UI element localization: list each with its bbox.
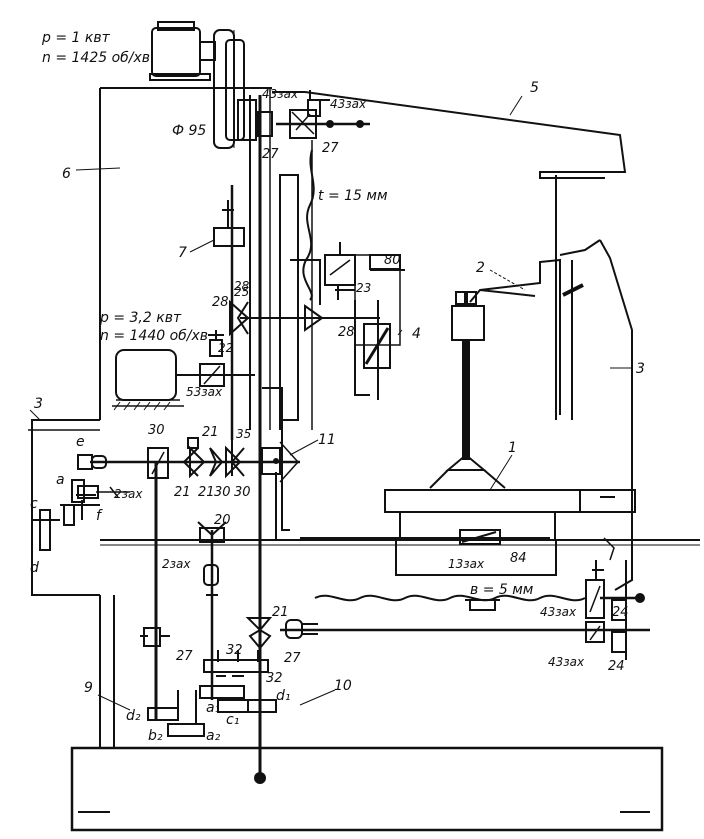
callout-1: 1 — [508, 440, 517, 456]
top-gear-27 — [237, 99, 257, 141]
letter-c1: c₁ — [226, 712, 239, 728]
pulley-diameter: Ф 95 — [172, 123, 206, 139]
pitch-top: t = 15 мм — [318, 188, 388, 204]
label-b32a: 32 — [226, 643, 243, 658]
letter-c: c — [30, 496, 38, 512]
right-column — [555, 175, 633, 591]
callout-4: 4 — [412, 326, 421, 342]
letter-a1: a₁ — [206, 700, 220, 716]
label-r24b: 24 — [608, 659, 625, 674]
label-28c: 28 — [338, 325, 355, 340]
label-b32b: 32 — [266, 671, 283, 686]
callout-6: 6 — [62, 166, 71, 182]
label-21-c: 21 — [198, 485, 215, 500]
work-table — [384, 489, 636, 513]
left-cabinet — [31, 419, 100, 596]
label-25: 25 — [234, 285, 249, 299]
machine-base — [70, 746, 664, 832]
label-top-43a: 43зах — [262, 87, 299, 101]
letter-a2: a₂ — [206, 728, 221, 744]
callout-5: 5 — [530, 80, 539, 96]
label-20: 20 — [214, 513, 231, 528]
label-top-27a: 27 — [262, 147, 279, 162]
gearbox-7 — [213, 227, 245, 247]
main-column — [99, 87, 272, 748]
label-top-27b: 27 — [322, 141, 339, 156]
letter-e: e — [76, 434, 85, 450]
letter-f: f — [96, 508, 103, 524]
label-30-b: 30 — [214, 485, 231, 500]
callout-10: 10 — [334, 678, 352, 694]
letter-d: d — [30, 560, 39, 576]
pitch-bottom: в = 5 мм — [470, 582, 534, 598]
label-top-43b: 43зах — [330, 97, 367, 111]
label-30-top: 30 — [148, 423, 165, 438]
label-b21: 21 — [272, 605, 289, 620]
mid-motor — [115, 349, 177, 401]
gearbox-80 — [324, 254, 356, 286]
top-motor-power: p = 1 квт — [41, 30, 111, 46]
spindle-housing — [451, 305, 485, 341]
label-21-b: 21 — [174, 485, 191, 500]
label-r43a: 43зах — [540, 605, 577, 619]
letter-d2: d₂ — [126, 708, 141, 724]
callout-7: 7 — [178, 245, 187, 261]
mid-motor-speed: n = 1440 об/хв — [100, 328, 208, 344]
label-2zax-mid: 2зах — [162, 557, 191, 571]
top-motor — [151, 27, 201, 77]
label-53: 53зах — [186, 385, 223, 399]
feed-screw-top — [302, 149, 315, 301]
label-r43b: 43зах — [548, 655, 585, 669]
letter-d1: d₁ — [276, 688, 291, 704]
label-r24a: 24 — [612, 605, 629, 620]
label-2zax-top: 2зах — [114, 487, 143, 501]
label-b27a: 27 — [176, 649, 193, 664]
cutter-head — [479, 258, 561, 415]
label-80: 80 — [384, 253, 401, 268]
label-23: 23 — [356, 281, 371, 295]
callout-11: 11 — [318, 432, 336, 448]
change-gears-10 — [199, 685, 245, 699]
label-84: 84 — [510, 551, 527, 566]
mid-motor-power: p = 3,2 квт — [99, 310, 182, 326]
callout-3-left: 3 — [34, 396, 43, 412]
callout-9: 9 — [84, 680, 93, 696]
callout-3-right: 3 — [636, 361, 645, 377]
label-22: 22 — [218, 341, 233, 355]
label-21-top: 21 — [202, 425, 219, 440]
feed-screw-bottom — [314, 594, 586, 602]
callout-2: 2 — [476, 260, 485, 276]
label-28a: 28 — [234, 279, 250, 293]
label-13zax: 13зах — [448, 557, 485, 571]
label-28b: 28 — [212, 295, 229, 310]
label-30-c: 30 — [234, 485, 251, 500]
letter-a: a — [56, 472, 65, 488]
change-gears-9 — [147, 707, 179, 721]
top-motor-speed: n = 1425 об/хв — [42, 50, 150, 66]
top-arm — [304, 91, 627, 179]
label-35: 35 — [236, 427, 251, 441]
letter-b2: b₂ — [148, 728, 163, 744]
label-b27b: 27 — [284, 651, 301, 666]
